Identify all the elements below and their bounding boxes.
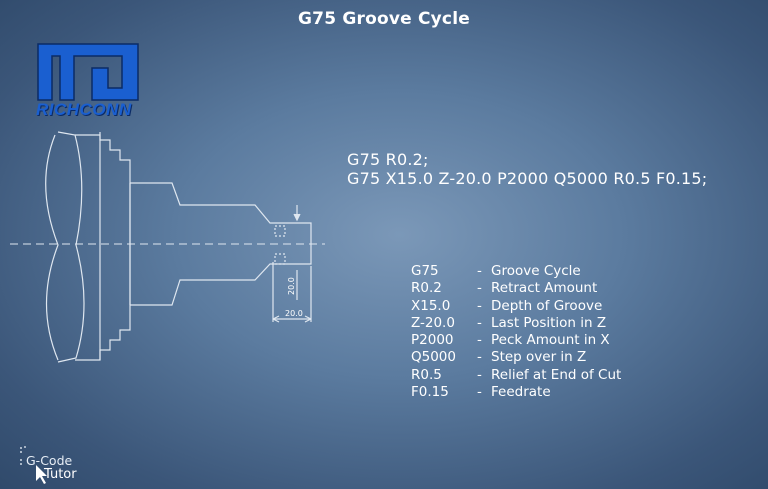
legend-item: R0.2-Retract Amount [411,280,598,297]
chuck-jaw [45,134,59,361]
richconn-logo-icon [37,43,139,101]
legend-item: G75-Groove Cycle [411,263,581,279]
brand-line-2: Tutor [44,467,77,482]
gcode-line-1: G75 R0.2; [347,150,429,169]
groove-diagram: 20.0 20.0 [10,131,325,363]
logo-text: RICHCONN [36,100,132,119]
brand-line-1: G-Code [26,453,73,468]
parameter-legend: G75-Groove Cycle R0.2-Retract Amount X15… [411,263,621,401]
legend-item: P2000-Peck Amount in X [411,332,610,349]
cursor-icon [20,446,47,484]
legend-item: X15.0-Depth of Groove [411,297,603,314]
legend-item: F0.15-Feedrate [411,384,551,401]
gcode-block: G75 R0.2; G75 X15.0 Z-20.0 P2000 Q5000 R… [347,150,707,188]
gcode-line-2: G75 X15.0 Z-20.0 P2000 Q5000 R0.5 F0.15; [347,169,708,188]
page-title: G75 Groove Cycle [298,9,470,29]
legend-item: Z-20.0-Last Position in Z [411,314,607,331]
gcode-tutor-brand: G-Code Tutor [18,443,108,485]
dim-vertical-label: 20.0 [287,277,296,295]
dim-horizontal-label: 20.0 [285,309,303,318]
legend-item: Q5000-Step over in Z [411,349,587,366]
legend-item: R0.5-Relief at End of Cut [411,366,622,383]
